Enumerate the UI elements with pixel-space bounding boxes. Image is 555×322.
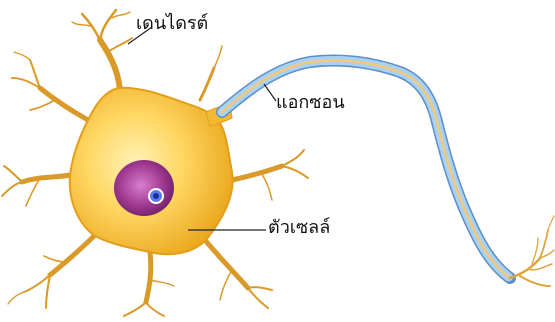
nucleus — [114, 160, 174, 216]
axon-pointer — [264, 84, 276, 101]
dendrite-label: เดนไดรต์ — [136, 14, 208, 34]
axon-label: แอกซอน — [276, 93, 345, 113]
cell-body-label: ตัวเซลล์ — [268, 218, 330, 238]
axon-terminals — [510, 216, 554, 286]
